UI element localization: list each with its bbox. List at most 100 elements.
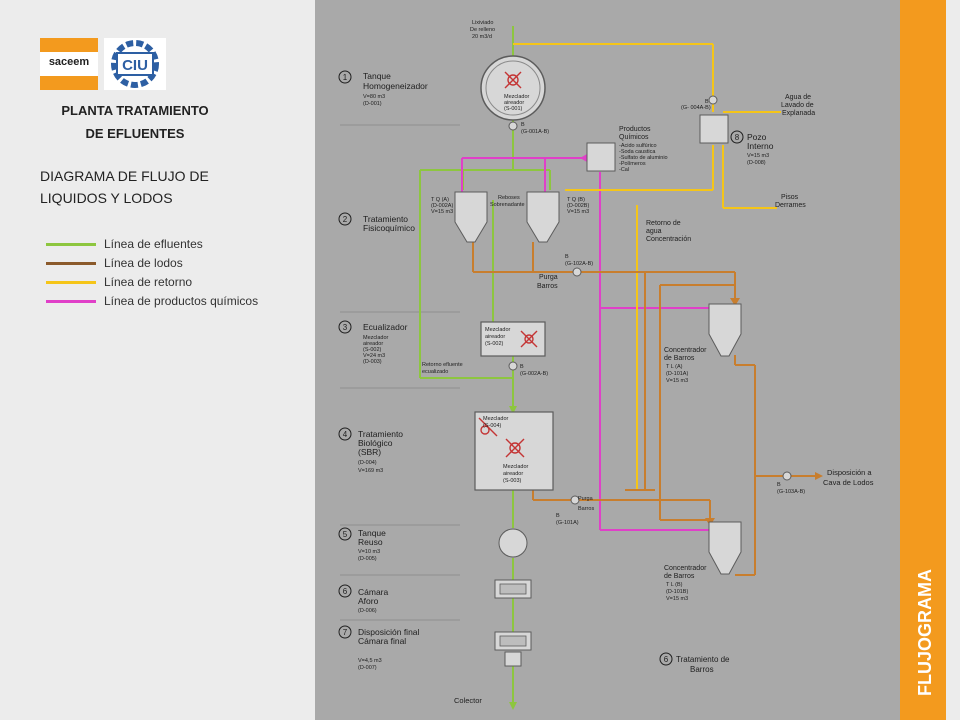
stage-detail: (D-005) [358,556,377,562]
homogenizer-tank [480,55,546,121]
stage-title: Disposición final [358,627,420,637]
mixer-blade [520,330,538,348]
stage-title: Tratamiento [363,214,408,224]
stage-title: Homogeneizador [363,81,428,91]
label: (S-003) [503,478,522,484]
label: ecualizado [422,369,448,375]
label: T L (B) [666,582,683,588]
label: agua [646,228,662,235]
sludge-concentrators [708,303,742,575]
legend-label: Línea de lodos [104,256,183,270]
chemical-lines [461,157,710,531]
ciu-logo-plate [116,52,154,76]
legend-swatch [46,300,96,303]
subtitle-line-2: LIQUIDOS Y LODOS [40,190,173,206]
stage-number: 7 [343,628,348,637]
mixer-icon [520,330,538,348]
label: B [521,122,525,128]
stage-number-circle [338,320,352,334]
pump-icon [508,361,518,371]
label: de Barros [664,355,695,362]
stage-number: 4 [343,430,348,439]
legend-swatch [46,281,96,284]
label: (S-004) [483,423,502,429]
internal-well-box [699,114,729,144]
stage-detail: (D-007) [358,665,377,671]
label: Pisos [781,194,799,201]
left-panel: saceem CIU PLANTA TRATAMIENTO DE EFLUENT… [0,0,315,720]
label: Barros [537,283,558,290]
label: V=15 m3 [431,209,453,215]
stage-number: 8 [735,133,740,142]
sbr-tank [474,411,554,491]
physchem-tanks [454,191,560,243]
legend-label: Línea de efluentes [104,237,203,251]
label: 20 m3/d [472,34,492,40]
stage-number: 6 [343,587,348,596]
label: (G-103A-B) [777,489,805,495]
label: Concentrador [664,565,707,572]
label: B [565,254,569,260]
stage-title: Tanque [363,71,391,81]
side-strip [946,0,960,720]
stage-title: Pozo [747,132,767,142]
label: -Sulfato de aluminio [619,155,668,161]
stage-number: 1 [343,73,348,82]
stage-detail: (D-008) [747,160,766,166]
label: B [705,99,709,105]
stage-title: Tratamiento de [676,655,730,664]
stage-detail: (D-003) [363,359,382,365]
label: aireador [504,100,524,106]
legend-label: Línea de productos químicos [104,294,259,308]
reuse-tank [498,528,528,558]
tank-tq-a [454,191,488,243]
ciu-logo: CIU [104,38,166,90]
mixer-blade [504,71,522,89]
mixer-icon [478,417,525,458]
ciu-logo-text: CIU [122,57,148,74]
label: Purga [578,496,594,502]
stage-numbers [338,70,744,666]
equalizer-tank [480,321,546,357]
saceem-logo-text: saceem [48,56,90,68]
label: Disposición a [827,468,872,477]
label: (D-002B) [567,203,589,209]
stage-number-circle [338,527,352,541]
stage-title: Fisicoquímico [363,223,415,233]
stage-number: 3 [343,323,348,332]
arrow-down-icon [730,298,740,306]
return-lines [513,43,781,490]
label: -Polímeros [619,161,646,167]
title-line-1: PLANTA TRATAMIENTO [61,103,209,118]
arrow-right-icon [815,472,823,480]
stage-number-circle [730,130,744,144]
metering-chamber-inner [499,583,527,595]
legend-swatch [46,243,96,246]
label: (S-002) [485,341,504,347]
label: Concentrador [664,347,707,354]
flow-diagram: 1 Tanque Homogeneizador V=80 m3 (D-001) … [315,0,900,720]
stage-detail: (S-002) [363,347,382,353]
concentrator-a [708,303,742,357]
label: Barros [578,506,594,512]
stage-title: Biológico [358,438,393,448]
legend-label: Línea de retorno [104,275,193,289]
label: Cava de Lodos [823,478,874,487]
stage-title: Tanque [358,528,386,538]
label: (G- 004A-B) [681,105,711,111]
label: T Q (B) [567,197,585,203]
stage-number-circle [338,625,352,639]
stage-number-circle [338,70,352,84]
mixer-blade [505,438,525,458]
label: T Q (A) [431,197,449,203]
label: Mezclador [504,94,530,100]
pump-icon [708,95,718,105]
stage-texts: 1 Tanque Homogeneizador V=80 m3 (D-001) … [343,71,774,674]
side-band [900,0,946,720]
label: (G-101A) [556,520,579,526]
stage-number: 2 [343,215,348,224]
legend-swatch [46,262,96,265]
label: (D-101A) [666,371,688,377]
side-label-text: FLUJOGRAMA [915,569,935,696]
subtitle-line-1: DIAGRAMA DE FLUJO DE [40,168,209,184]
